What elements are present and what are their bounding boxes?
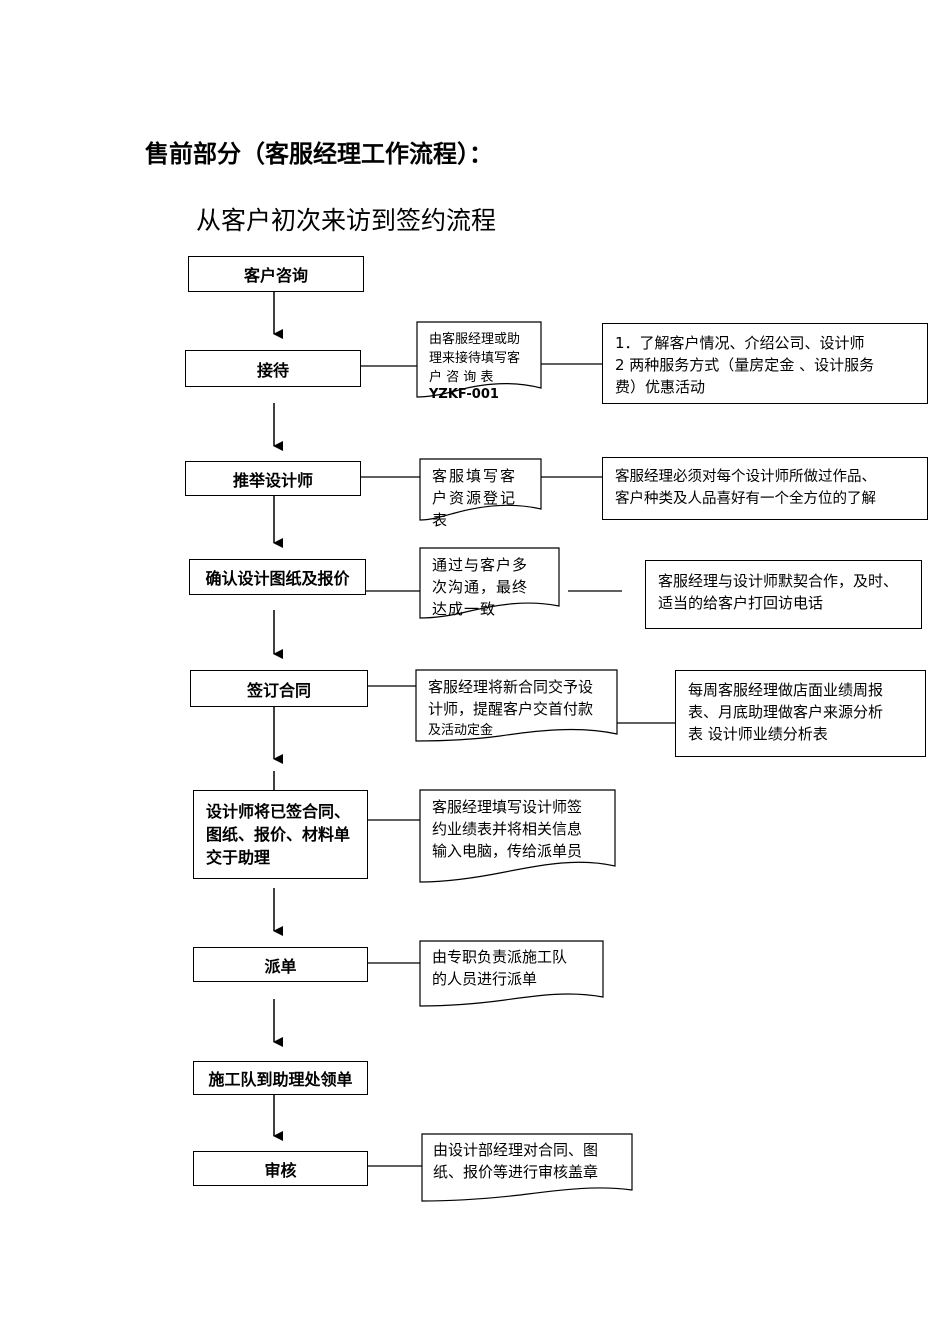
note-5-line-3: 表 设计师业绩分析表 xyxy=(688,725,828,743)
note-cooperation: 客服经理与设计师默契合作，及时、 适当的给客户打回访电话 xyxy=(645,560,922,629)
note-4-line-2: 适当的给客户打回访电话 xyxy=(658,594,824,612)
document-7-line-2: 的人员进行派单 xyxy=(432,970,538,988)
document-3-line-3: 表 xyxy=(432,511,450,529)
document-7-line-1: 由专职负责派施工队 xyxy=(432,948,568,966)
document-shape-6 xyxy=(419,789,616,883)
step-dispatch: 派单 xyxy=(193,947,368,982)
document-shape-5 xyxy=(415,669,618,742)
document-6-line-3: 输入电脑，传给派单员 xyxy=(432,842,583,860)
document-2-line-3: 户 咨 询 表 xyxy=(429,370,494,385)
document-5-line-2: 计师，提醒客户交首付款 xyxy=(428,700,594,718)
step-6-line-3: 交于助理 xyxy=(206,848,271,867)
document-text-reception: 由客服经理或助 理来接待填写客 户 咨 询 表 YZKF-001 xyxy=(429,330,539,403)
note-5-line-1: 每周客服经理做店面业绩周报 xyxy=(688,681,884,699)
document-shape-9 xyxy=(421,1133,633,1202)
document-text-recommend: 客服填写客 户资源登记 表 xyxy=(432,465,538,531)
document-2-line-1: 由客服经理或助 xyxy=(429,332,521,347)
document-2-line-2: 理来接待填写客 xyxy=(429,351,521,366)
step-review: 审核 xyxy=(193,1151,368,1186)
document-3-line-2: 户资源登记 xyxy=(432,489,518,507)
document-6-line-2: 约业绩表并将相关信息 xyxy=(432,820,583,838)
document-shape-4 xyxy=(419,547,560,619)
document-3-line-1: 客服填写客 xyxy=(432,467,518,485)
step-customer-inquiry: 客户咨询 xyxy=(188,256,364,292)
document-4-line-3: 达成一致 xyxy=(432,600,497,618)
note-weekly-reports: 每周客服经理做店面业绩周报 表、月底助理做客户来源分析 表 设计师业绩分析表 xyxy=(675,670,926,757)
note-4-line-1: 客服经理与设计师默契合作，及时、 xyxy=(658,572,899,590)
document-text-confirm: 通过与客户多 次沟通，最终 达成一致 xyxy=(432,554,556,620)
document-4-line-2: 次沟通，最终 xyxy=(432,578,529,596)
note-2-line-1: 1．了解客户情况、介绍公司、设计师 xyxy=(615,334,865,352)
flow-subtitle: 从客户初次来访到签约流程 xyxy=(196,206,497,235)
note-2-line-2: 2 两种服务方式（量房定金 、设计服务 xyxy=(615,356,875,374)
step-recommend-designer: 推举设计师 xyxy=(185,461,361,496)
document-text-handover: 客服经理填写设计师签 约业绩表并将相关信息 输入电脑，传给派单员 xyxy=(432,796,612,862)
document-shape-3 xyxy=(419,458,542,521)
document-5-line-3: 及活动定金 xyxy=(428,723,494,738)
document-9-line-2: 纸、报价等进行审核盖章 xyxy=(433,1163,599,1181)
step-hand-over-documents: 设计师将已签合同、 图纸、报价、材料单 交于助理 xyxy=(193,790,368,879)
note-3-line-1: 客服经理必须对每个设计师所做过作品、 xyxy=(615,469,876,485)
step-sign-contract: 签订合同 xyxy=(190,670,368,707)
document-text-contract: 客服经理将新合同交予设 计师，提醒客户交首付款 及活动定金 xyxy=(428,676,616,742)
document-9-line-1: 由设计部经理对合同、图 xyxy=(433,1141,599,1159)
document-5-line-1: 客服经理将新合同交予设 xyxy=(428,678,594,696)
document-text-dispatch: 由专职负责派施工队 的人员进行派单 xyxy=(432,946,602,990)
note-3-line-2: 客户种类及人品喜好有一个全方位的了解 xyxy=(615,491,876,507)
document-4-line-1: 通过与客户多 xyxy=(432,556,529,574)
document-6-line-1: 客服经理填写设计师签 xyxy=(432,798,583,816)
page-title: 售前部分（客服经理工作流程）： xyxy=(145,140,493,168)
step-reception: 接待 xyxy=(185,350,361,387)
note-2-line-3: 费）优惠活动 xyxy=(615,378,706,396)
note-reception-details: 1．了解客户情况、介绍公司、设计师 2 两种服务方式（量房定金 、设计服务 费）… xyxy=(602,323,928,404)
step-team-collect-order: 施工队到助理处领单 xyxy=(193,1061,368,1095)
note-5-line-2: 表、月底助理做客户来源分析 xyxy=(688,703,884,721)
note-designer-knowledge: 客服经理必须对每个设计师所做过作品、 客户种类及人品喜好有一个全方位的了解 xyxy=(602,457,928,520)
document-2-code: YZKF-001 xyxy=(429,387,499,402)
document-text-review: 由设计部经理对合同、图 纸、报价等进行审核盖章 xyxy=(433,1139,631,1183)
step-confirm-drawings-quote: 确认设计图纸及报价 xyxy=(189,559,366,595)
document-shape-2 xyxy=(416,321,542,398)
step-6-line-2: 图纸、报价、材料单 xyxy=(206,825,351,844)
document-shape-7 xyxy=(419,940,604,1007)
step-6-line-1: 设计师将已签合同、 xyxy=(206,802,351,821)
